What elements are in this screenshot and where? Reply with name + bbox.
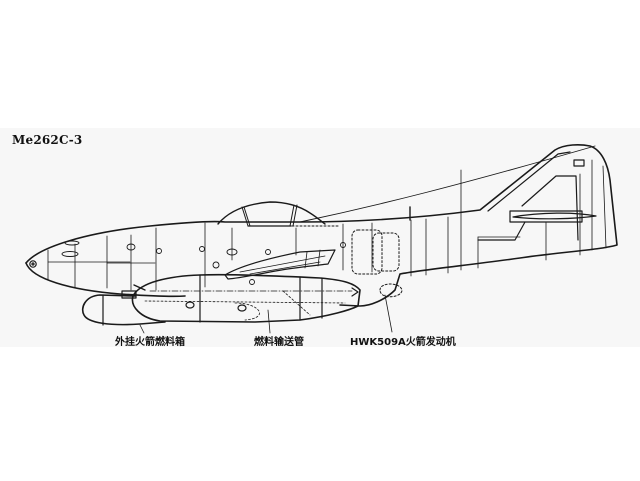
access-panels bbox=[247, 225, 403, 298]
external-fuel-tank bbox=[81, 290, 166, 326]
callout-fuel-transfer-pipe: 燃料输送管 bbox=[254, 337, 304, 348]
callout-leader-lines bbox=[139, 294, 393, 334]
fuselage-details bbox=[61, 206, 411, 291]
aircraft-designation-title: Me262C-3 bbox=[12, 133, 83, 147]
callout-external-rocket-fuel-tank: 外挂火箭燃料箱 bbox=[115, 337, 185, 348]
engine-nacelle bbox=[131, 273, 361, 323]
panel-lines bbox=[47, 159, 607, 291]
wing-root bbox=[224, 249, 336, 280]
fuselage-outline bbox=[25, 144, 618, 307]
callout-hwk509a-rocket-engine: HWK509A火箭发动机 bbox=[350, 337, 456, 348]
tail-fin bbox=[477, 151, 597, 241]
